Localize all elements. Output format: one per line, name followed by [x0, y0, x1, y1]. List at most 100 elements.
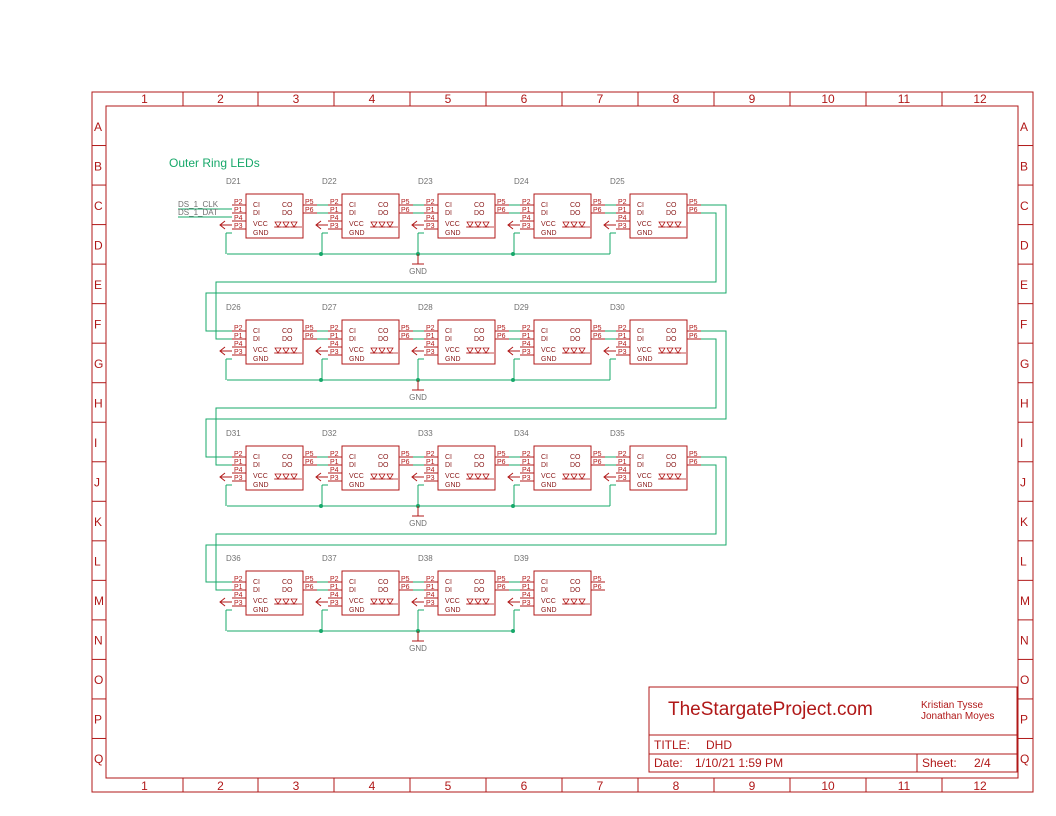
row-label-right: G [1020, 357, 1029, 371]
pin-di: DI [445, 336, 452, 343]
pin-label: P4 [330, 341, 339, 348]
vcc-arrow-head [411, 346, 418, 356]
pin-ci: CI [349, 454, 356, 461]
pin-vcc: VCC [445, 347, 460, 354]
pin-label: P1 [522, 584, 531, 591]
diode-icon [482, 221, 490, 228]
pin-label: P2 [522, 325, 531, 332]
led-body [629, 193, 688, 239]
diode-icon [474, 347, 482, 354]
row-label-right: A [1020, 120, 1028, 134]
row-label-left: H [94, 396, 103, 410]
gnd-symbol: GND [409, 631, 427, 653]
pin-label: P4 [234, 592, 243, 599]
pin-do: DO [570, 587, 581, 594]
junction-dot [319, 629, 323, 633]
pin-label: P3 [618, 223, 627, 230]
pin-label: P1 [426, 333, 435, 340]
pin-label: P4 [234, 215, 243, 222]
row-label-left: F [94, 317, 101, 331]
diode-icon [290, 221, 298, 228]
pin-vcc: VCC [349, 473, 364, 480]
diode-icon [666, 473, 674, 480]
col-label-top: 5 [445, 92, 452, 106]
junction-dot [511, 378, 515, 382]
pin-di: DI [541, 336, 548, 343]
pin-ci: CI [541, 579, 548, 586]
pin-vcc: VCC [349, 347, 364, 354]
pin-label: P5 [497, 451, 506, 458]
pin-label: P4 [426, 467, 435, 474]
col-label-bottom: 8 [673, 779, 680, 793]
diode-icon [378, 347, 386, 354]
pin-label: P3 [618, 475, 627, 482]
pin-do: DO [474, 587, 485, 594]
gnd-symbol: GND [409, 380, 427, 402]
pin-di: DI [541, 462, 548, 469]
pin-label: P1 [234, 459, 243, 466]
pin-gnd: GND [253, 230, 269, 237]
diode-icon [674, 221, 682, 228]
pin-label: P6 [593, 584, 602, 591]
pin-do: DO [474, 336, 485, 343]
pin-label: P6 [305, 207, 314, 214]
pin-do: DO [570, 336, 581, 343]
led-ref: D21 [226, 177, 241, 186]
pin-label: P3 [426, 349, 435, 356]
row-label-right: M [1020, 594, 1030, 608]
pin-do: DO [378, 587, 389, 594]
pin-label: P5 [593, 325, 602, 332]
date-value: 1/10/21 1:59 PM [695, 756, 783, 770]
led-body [245, 193, 304, 239]
col-label-top: 7 [597, 92, 604, 106]
inner-border [105, 105, 1019, 779]
pin-label: P4 [426, 215, 435, 222]
pin-label: P1 [618, 207, 627, 214]
row-label-left: D [94, 238, 103, 252]
pin-gnd: GND [349, 482, 365, 489]
pin-do: DO [570, 462, 581, 469]
led-ref: D38 [418, 554, 433, 563]
pin-vcc: VCC [349, 221, 364, 228]
vcc-arrow-head [507, 597, 514, 607]
diode-icon [578, 221, 586, 228]
diode-icon [674, 473, 682, 480]
sheet-label: Sheet: [922, 756, 957, 770]
col-label-top: 2 [217, 92, 224, 106]
vcc-arrow-head [315, 346, 322, 356]
pin-do: DO [282, 336, 293, 343]
pin-label: P1 [234, 584, 243, 591]
pin-do: DO [666, 210, 677, 217]
pin-vcc: VCC [253, 221, 268, 228]
pin-co: CO [666, 454, 677, 461]
pin-label: P3 [330, 475, 339, 482]
pin-label: P5 [497, 199, 506, 206]
pin-label: P4 [618, 341, 627, 348]
pin-ci: CI [637, 454, 644, 461]
pin-co: CO [570, 202, 581, 209]
snake-wire-clk [205, 204, 727, 332]
diode-icon [578, 473, 586, 480]
pin-gnd: GND [349, 356, 365, 363]
led-body [437, 319, 496, 365]
vcc-arrow-head [219, 472, 226, 482]
pin-label: P2 [234, 325, 243, 332]
pin-label: P3 [426, 223, 435, 230]
pin-vcc: VCC [349, 598, 364, 605]
pin-di: DI [637, 210, 644, 217]
gnd-label: GND [409, 393, 427, 402]
pin-ci: CI [349, 202, 356, 209]
pin-label: P2 [426, 199, 435, 206]
led-ref: D32 [322, 429, 337, 438]
diode-icon [482, 473, 490, 480]
date-label: Date: [654, 756, 683, 770]
col-label-top: 11 [898, 92, 911, 106]
led-body [341, 445, 400, 491]
pin-label: P2 [234, 576, 243, 583]
pin-label: P3 [234, 600, 243, 607]
pin-label: P6 [305, 584, 314, 591]
